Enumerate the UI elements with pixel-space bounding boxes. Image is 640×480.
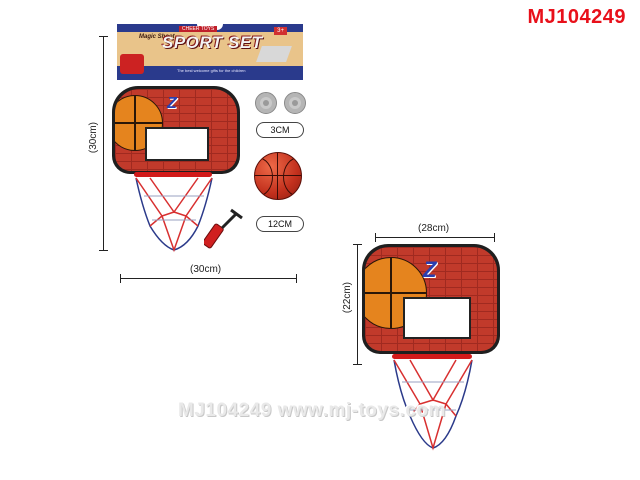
height-dimension-cap-bottom: [99, 250, 108, 251]
set-width-label: (30cm): [190, 264, 222, 275]
height-dimension-cap-top: [99, 36, 108, 37]
width-dimension-cap-left: [120, 274, 121, 283]
suction-cup-size: 3CM: [256, 122, 304, 138]
set-height-label: (30cm): [88, 122, 99, 154]
board-width-label: (28cm): [418, 223, 450, 234]
ball-size: 12CM: [256, 216, 304, 232]
backboard-large: Z: [362, 244, 500, 354]
height-dimension-line: [103, 36, 104, 250]
brand-badge: CHEER TOYS: [179, 26, 218, 32]
target-box-small: [145, 127, 209, 161]
board-width-cap-left: [375, 233, 376, 242]
backboard-small: Z: [112, 86, 240, 174]
board-height-dimension-line: [357, 244, 358, 364]
basketball-icon: [254, 152, 302, 200]
header-card: CHEER TOYS Magic Shoot SPORT SET 3+ The …: [117, 24, 303, 80]
backboard-large-bricks: Z: [365, 247, 497, 351]
width-dimension-line: [120, 278, 297, 279]
board-width-cap-right: [494, 233, 495, 242]
basketball-net-icon: [135, 177, 213, 253]
hand-pump-icon: [204, 208, 243, 249]
board-height-cap-top: [353, 244, 362, 245]
suction-cup-icon: [255, 92, 277, 114]
header-tagline: The best welcome gifts for the children: [177, 68, 246, 73]
watermark-text: MJ104249 www.mj-toys.com: [178, 400, 446, 421]
header-title: SPORT SET: [162, 33, 263, 52]
rim-small: [134, 172, 212, 177]
width-dimension-cap-right: [296, 274, 297, 283]
rim-large: [392, 354, 472, 359]
header-subtitle: Magic Shoot: [139, 34, 175, 40]
board-width-dimension-line: [375, 237, 495, 238]
model-code: MJ104249: [527, 6, 626, 28]
header-sticker: [120, 54, 144, 74]
logo-icon: Z: [423, 257, 437, 282]
age-badge: 3+: [274, 27, 287, 35]
target-box-large: [403, 297, 471, 339]
board-height-label: (22cm): [342, 282, 353, 314]
suction-cup-icon: [284, 92, 306, 114]
logo-icon: Z: [167, 95, 177, 112]
backboard-small-bricks: Z: [115, 89, 237, 171]
basketball-net-icon: [393, 359, 473, 451]
board-height-cap-bottom: [353, 364, 362, 365]
